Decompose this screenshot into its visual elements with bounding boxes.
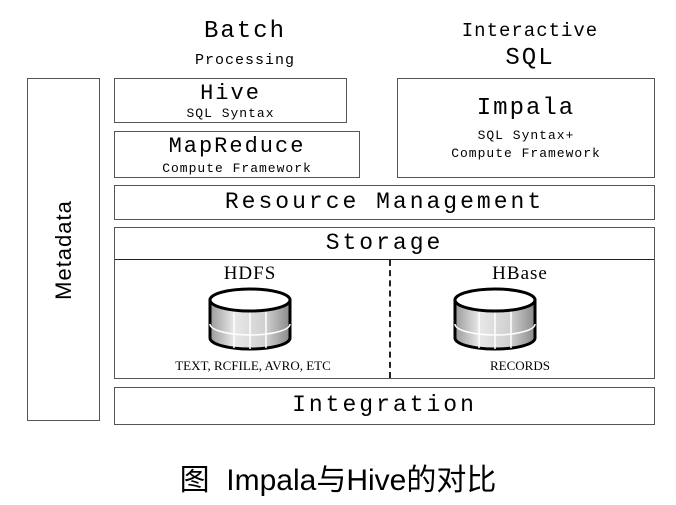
storage-label: Storage — [325, 230, 444, 256]
batch-header-line2: Processing — [194, 52, 295, 69]
storage-divider — [115, 259, 654, 260]
hdfs-title: HDFS — [223, 263, 277, 284]
metadata-panel: Metadata — [27, 78, 100, 421]
hive-subtitle: SQL Syntax — [186, 106, 275, 121]
integration-label: Integration — [292, 392, 477, 418]
hive-title: Hive — [200, 81, 261, 106]
hive-box: Hive SQL Syntax — [114, 78, 347, 123]
mapreduce-title: MapReduce — [168, 134, 306, 159]
impala-box: Impala SQL Syntax+ Compute Framework — [397, 78, 655, 178]
metadata-label: Metadata — [50, 199, 76, 300]
hdfs-formats: TEXT, RCFILE, AVRO, ETC — [175, 358, 331, 373]
integration-box: Integration — [114, 387, 655, 425]
storage-box: Storage HDFS TEXT, RCFILE, AVRO, ETC HBa… — [114, 227, 655, 379]
resource-management-box: Resource Management — [114, 185, 655, 220]
hdfs-database-icon — [208, 287, 292, 351]
storage-column-divider — [389, 260, 391, 378]
mapreduce-subtitle: Compute Framework — [162, 161, 312, 176]
impala-subtitle-line1: SQL Syntax+ — [477, 128, 575, 143]
hbase-formats: RECORDS — [490, 358, 550, 373]
interactive-header-line1: Interactive — [461, 20, 599, 42]
batch-header-line1: Batch — [203, 18, 286, 45]
impala-title: Impala — [476, 95, 576, 122]
figure-caption: 图 Impala与Hive的对比 — [179, 464, 497, 497]
resource-management-label: Resource Management — [224, 189, 545, 215]
mapreduce-box: MapReduce Compute Framework — [114, 131, 360, 178]
hbase-database-icon — [453, 287, 537, 351]
hbase-title: HBase — [492, 263, 548, 284]
impala-subtitle-line2: Compute Framework — [451, 146, 601, 161]
interactive-header-line2: SQL — [505, 45, 555, 72]
